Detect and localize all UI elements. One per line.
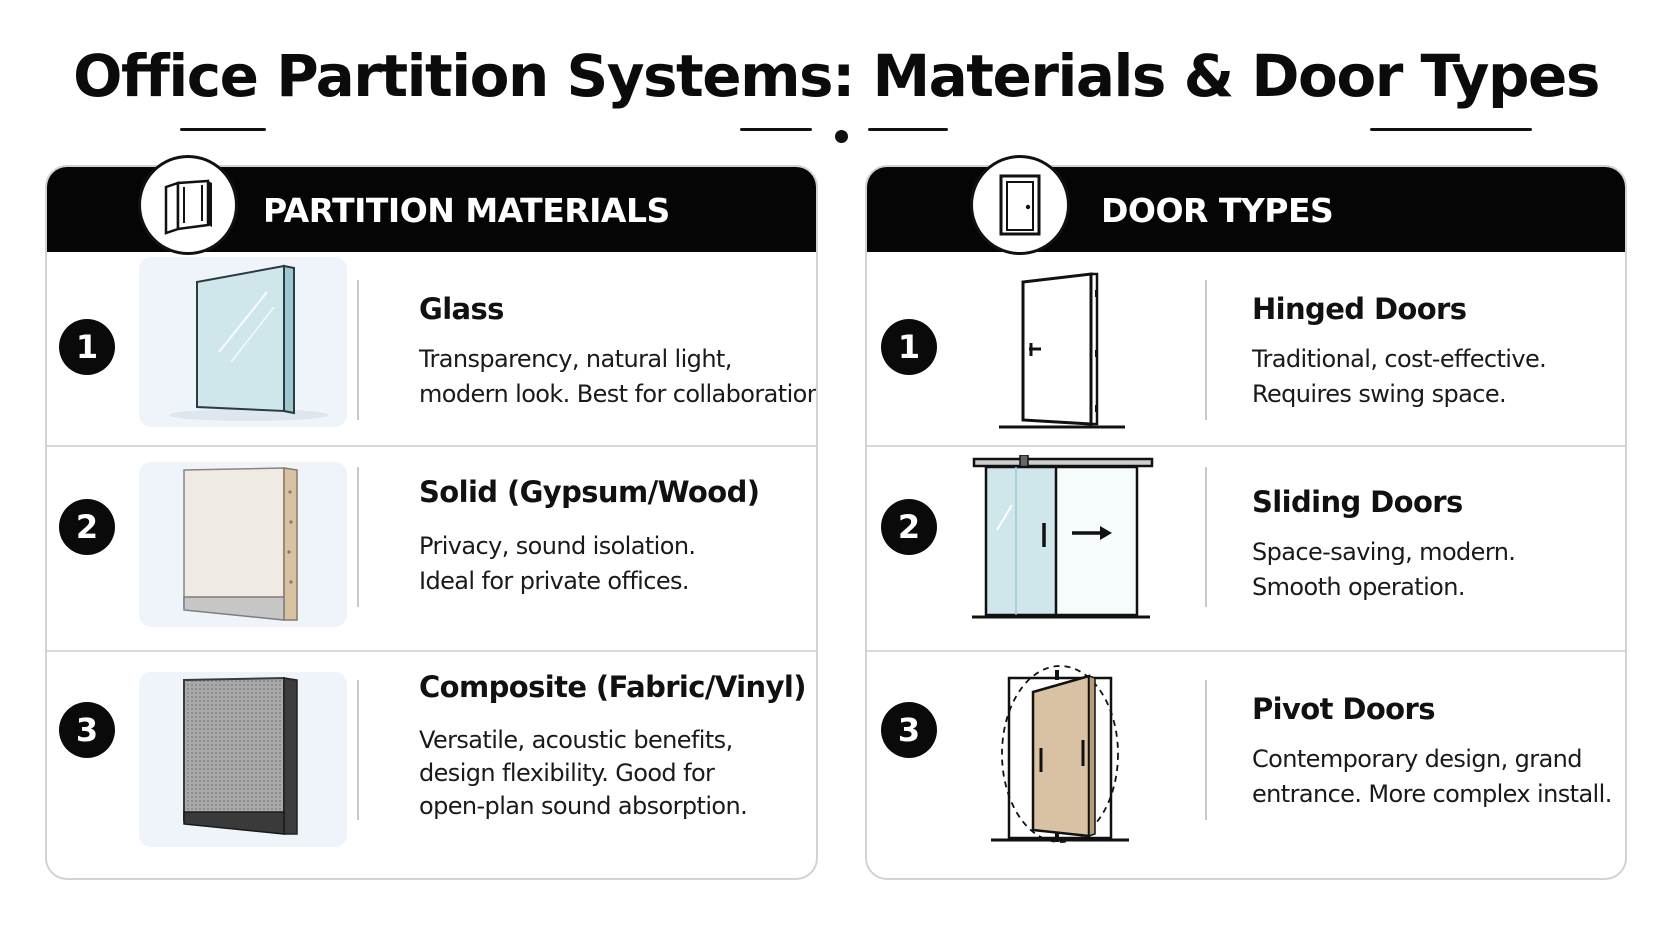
partition-panels-icon — [138, 155, 238, 255]
item-description: Traditional, cost-effective. Requires sw… — [1252, 342, 1547, 412]
item-title: Composite (Fabric/Vinyl) — [419, 670, 806, 704]
separator — [1205, 467, 1207, 607]
number-badge: 3 — [59, 702, 115, 758]
materials-header-title: PARTITION MATERIALS — [263, 191, 670, 230]
door-types-panel: DOOR TYPES 1 Hinged Doors Traditional, c… — [865, 165, 1627, 880]
pivot-door-icon — [991, 665, 1129, 843]
desc-line: Transparency, natural light, — [419, 345, 732, 373]
solid-panel-icon — [183, 467, 298, 621]
hinged-door-icon — [999, 272, 1125, 429]
desc-line: Versatile, acoustic benefits, — [419, 726, 733, 754]
desc-line: entrance. More complex install. — [1252, 780, 1612, 808]
item-description: Privacy, sound isolation. Ideal for priv… — [419, 529, 696, 599]
title-underline-center-left — [740, 128, 812, 131]
item-description: Transparency, natural light, modern look… — [419, 342, 818, 412]
desc-line: Contemporary design, grand — [1252, 745, 1583, 773]
title-underline-dot — [835, 130, 848, 143]
door-row-hinged: 1 Hinged Doors Traditional, cost-effecti… — [867, 252, 1625, 445]
separator — [1205, 280, 1207, 420]
separator — [357, 467, 359, 607]
desc-line: design flexibility. Good for — [419, 759, 715, 787]
desc-line: Space-saving, modern. — [1252, 538, 1516, 566]
desc-line: modern look. Best for collaboration. — [419, 380, 818, 408]
title-underline-right — [1370, 128, 1532, 131]
item-title: Solid (Gypsum/Wood) — [419, 475, 760, 509]
row-divider — [47, 445, 816, 447]
door-types-header-title: DOOR TYPES — [1101, 191, 1334, 230]
number-badge: 2 — [881, 499, 937, 555]
title-underline-left — [180, 128, 266, 131]
row-divider — [867, 650, 1625, 652]
item-title: Glass — [419, 292, 504, 326]
item-title: Hinged Doors — [1252, 292, 1467, 326]
item-title: Pivot Doors — [1252, 692, 1435, 726]
door-icon — [970, 155, 1070, 255]
materials-panel: PARTITION MATERIALS 1 Glass Transparency… — [45, 165, 818, 880]
glass-panel-icon — [169, 264, 329, 421]
item-description: Versatile, acoustic benefits, design fle… — [419, 724, 748, 823]
separator — [357, 680, 359, 820]
number-badge: 3 — [881, 702, 937, 758]
separator — [357, 280, 359, 420]
number-badge: 1 — [881, 319, 937, 375]
sliding-door-icon — [972, 455, 1154, 619]
page-title: Office Partition Systems: Materials & Do… — [73, 42, 1600, 110]
number-badge: 2 — [59, 499, 115, 555]
item-description: Contemporary design, grand entrance. Mor… — [1252, 742, 1612, 812]
desc-line: Privacy, sound isolation. — [419, 532, 696, 560]
desc-line: open-plan sound absorption. — [419, 792, 748, 820]
desc-line: Traditional, cost-effective. — [1252, 345, 1547, 373]
separator — [1205, 680, 1207, 820]
desc-line: Requires swing space. — [1252, 380, 1507, 408]
title-underline-center-right — [868, 128, 948, 131]
desc-line: Smooth operation. — [1252, 573, 1465, 601]
row-divider — [867, 445, 1625, 447]
desc-line: Ideal for private offices. — [419, 567, 690, 595]
material-row-glass: 1 Glass Transparency, natural light, mod… — [47, 252, 816, 445]
door-row-sliding: 2 Sliding Doors Space-saving, modern. Sm… — [867, 447, 1625, 650]
fabric-panel-icon — [183, 676, 298, 835]
row-divider — [47, 650, 816, 652]
item-title: Sliding Doors — [1252, 485, 1463, 519]
number-badge: 1 — [59, 319, 115, 375]
material-row-composite: 3 Composite (Fabric/Vinyl) Versatile, ac… — [47, 652, 816, 878]
door-row-pivot: 3 Pivot Doors Contemporary design, grand… — [867, 652, 1625, 878]
item-description: Space-saving, modern. Smooth operation. — [1252, 535, 1516, 605]
material-row-solid: 2 Solid (Gypsum/Wood) Privacy, sound iso… — [47, 447, 816, 650]
